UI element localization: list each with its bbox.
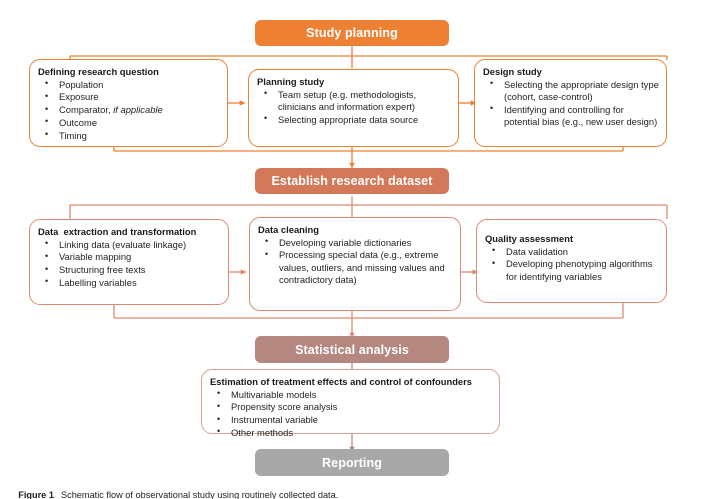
card-bullet-item: Labelling variables <box>38 276 221 289</box>
card-defining-research-question[interactable]: Defining research question PopulationExp… <box>29 59 228 147</box>
stage-banner-label: Study planning <box>306 26 398 40</box>
card-bullet-list: Selecting the appropriate design type (c… <box>483 78 659 128</box>
stage-banner-label: Reporting <box>322 455 382 470</box>
card-bullet-item: Linking data (evaluate linkage) <box>38 238 221 251</box>
card-bullet-item: Selecting the appropriate design type (c… <box>483 78 659 103</box>
stage-banner-study-planning[interactable]: Study planning <box>255 20 449 46</box>
card-quality-assessment[interactable]: Quality assessment Data validationDevelo… <box>476 219 667 303</box>
card-bullet-item: Outcome <box>38 116 220 129</box>
card-title: Design study <box>483 66 542 77</box>
card-bullet-item: Timing <box>38 129 220 142</box>
card-title: Data extraction and transformation <box>38 226 197 237</box>
card-estimation-of-treatment-effects[interactable]: Estimation of treatment effects and cont… <box>201 369 500 438</box>
card-bullet-list: PopulationExposureComparator, if applica… <box>38 78 220 142</box>
card-design-study[interactable]: Design study Selecting the appropriate d… <box>474 59 667 147</box>
card-title: Estimation of treatment effects and cont… <box>210 376 473 387</box>
card-bullet-item: Structuring free texts <box>38 264 221 276</box>
card-bullet-item: Comparator, if applicable <box>38 104 220 116</box>
card-bullet-item: Other methods <box>210 426 492 439</box>
figure-caption: Figure 1 Schematic flow of observational … <box>8 480 338 499</box>
card-bullet-list: Linking data (evaluate linkage)Variable … <box>38 238 221 289</box>
card-title: Quality assessment <box>485 233 574 244</box>
card-bullet-item: Identifying and controlling for potentia… <box>483 103 659 128</box>
card-bullet-item: Population <box>38 78 220 91</box>
card-bullet-list: Data validationDeveloping phenotyping al… <box>485 245 659 283</box>
card-bullet-item: Variable mapping <box>38 251 221 263</box>
figure-label: Figure 1 <box>18 490 54 499</box>
stage-banner-label: Establish research dataset <box>271 174 433 188</box>
card-bullet-item: Developing variable dictionaries <box>258 236 453 249</box>
figure-caption-text: Schematic flow of observational study us… <box>60 490 339 499</box>
stage-banner-establish-research-dataset[interactable]: Establish research dataset <box>255 168 449 194</box>
bullet-emphasis: if applicable <box>113 104 163 116</box>
stage-banner-statistical-analysis[interactable]: Statistical analysis <box>255 336 449 363</box>
card-planning-study[interactable]: Planning study Team setup (e.g. methodol… <box>248 69 459 147</box>
card-bullet-item: Multivariable models <box>210 388 492 401</box>
card-bullet-list: Multivariable modelsPropensity score ana… <box>210 388 492 439</box>
card-title: Defining research question <box>38 66 159 77</box>
card-bullet-item: Data validation <box>485 245 659 258</box>
card-title: Data cleaning <box>258 224 319 235</box>
card-bullet-item: Processing special data (e.g., extreme v… <box>258 249 453 286</box>
card-bullet-item: Instrumental variable <box>210 414 492 426</box>
card-bullet-item: Exposure <box>38 91 220 103</box>
card-data-cleaning[interactable]: Data cleaning Developing variable dictio… <box>249 217 461 311</box>
card-bullet-item: Developing phenotyping algorithms for id… <box>485 258 659 282</box>
card-title: Planning study <box>257 76 325 87</box>
card-bullet-item: Propensity score analysis <box>210 401 492 413</box>
card-data-extraction-and-transformation[interactable]: Data extraction and transformation Linki… <box>29 219 229 305</box>
stage-banner-label: Statistical analysis <box>295 342 409 357</box>
card-bullet-list: Developing variable dictionariesProcessi… <box>258 236 453 286</box>
card-bullet-list: Team setup (e.g. methodologists, clinici… <box>257 88 451 126</box>
stage-banner-reporting[interactable]: Reporting <box>255 449 449 476</box>
card-bullet-item: Selecting appropriate data source <box>257 113 451 126</box>
card-bullet-item: Team setup (e.g. methodologists, clinici… <box>257 88 451 113</box>
